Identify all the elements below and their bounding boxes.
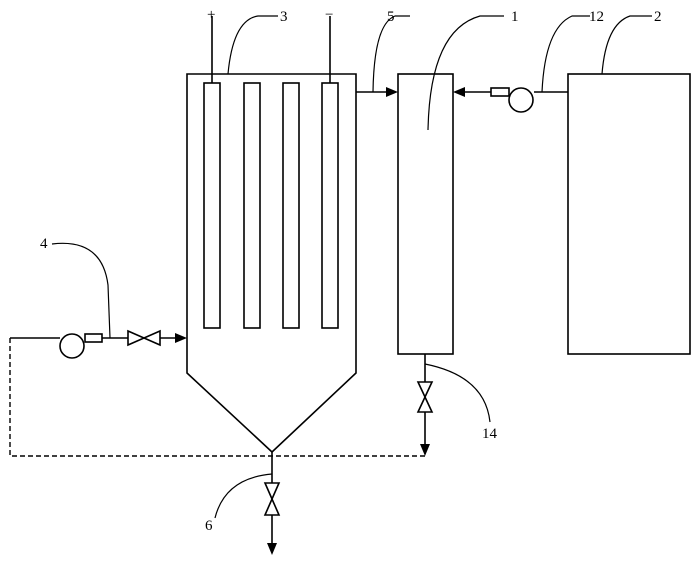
label-5: 5 — [387, 9, 395, 25]
valve-icon — [142, 329, 161, 347]
leader-line — [424, 363, 491, 423]
feed-pump-icon — [508, 87, 534, 113]
label-1: 1 — [511, 9, 519, 25]
feed-pump-outlet — [490, 87, 510, 97]
label-4: 4 — [40, 236, 48, 252]
arrow-right-icon — [175, 333, 187, 343]
electrode-plate — [282, 82, 300, 329]
arrow-down-icon — [420, 444, 430, 456]
leader-line — [427, 15, 504, 131]
leader-line — [214, 473, 273, 519]
arrow-right-icon — [386, 87, 398, 97]
inlet-pump-icon — [59, 333, 85, 359]
electrode-plate — [203, 82, 221, 329]
valve-icon — [127, 329, 146, 347]
label-12: 12 — [589, 9, 604, 25]
valve-icon — [263, 482, 281, 501]
label-3: 3 — [280, 9, 288, 25]
electrode-plate — [321, 82, 339, 329]
label-14: 14 — [482, 426, 498, 442]
arrow-down-icon — [267, 543, 277, 555]
inlet-pump-outlet — [84, 333, 103, 343]
separator-tank — [397, 73, 454, 355]
leader-line — [372, 15, 410, 93]
negative-sign: − — [325, 7, 333, 23]
leader-line — [227, 15, 278, 75]
electrolytic-cell — [186, 73, 357, 454]
valve-icon — [263, 497, 281, 516]
leader-line — [601, 15, 652, 75]
label-2: 2 — [654, 9, 662, 25]
leader-line — [541, 15, 590, 93]
label-6: 6 — [205, 518, 213, 534]
electrode-plate — [243, 82, 261, 329]
recycle-line — [9, 338, 425, 457]
storage-tank — [567, 73, 691, 355]
leader-line — [51, 242, 111, 339]
valve-icon — [416, 395, 434, 413]
positive-sign: + — [207, 7, 215, 23]
arrow-left-icon — [453, 87, 465, 97]
valve-icon — [416, 381, 434, 399]
